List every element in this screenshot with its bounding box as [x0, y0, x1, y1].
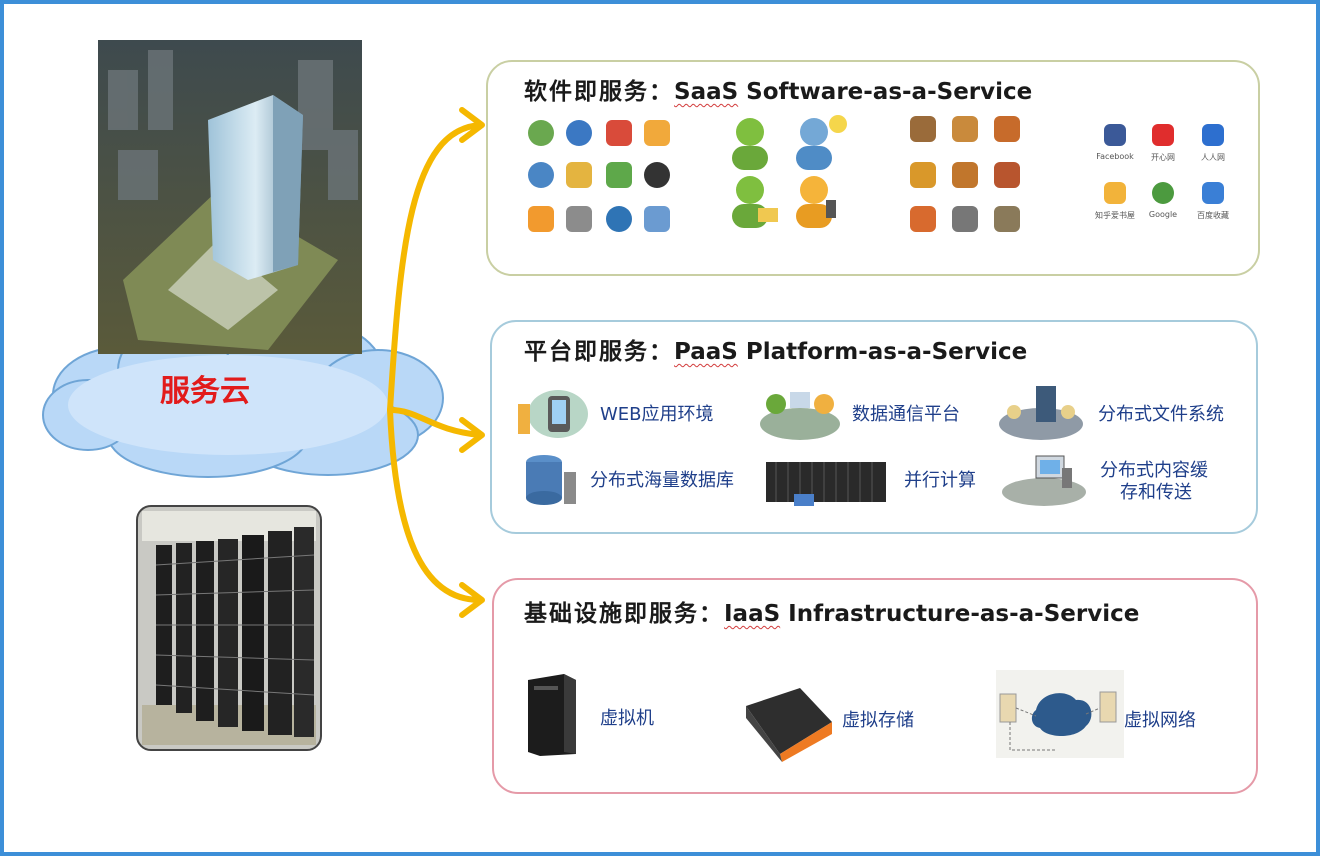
- paas-item-parallel: 并行计算: [904, 470, 976, 491]
- paas-item-db: 分布式海量数据库: [590, 470, 734, 491]
- globe-icon: [606, 206, 632, 232]
- machine-icon: [994, 206, 1020, 232]
- saas-social-logos: Facebook 开心网 人人网 知乎爱书屋 Google 百度收藏: [1092, 122, 1242, 232]
- mail-icon: [566, 120, 592, 146]
- shopping-bag-icon: [528, 206, 554, 232]
- crane-icon: [994, 116, 1020, 142]
- google-label: Google: [1148, 210, 1178, 219]
- virtual-machine-icon: [528, 674, 576, 756]
- user-idea-icon: [796, 115, 847, 170]
- iaas-item-vm: 虚拟机: [600, 708, 654, 729]
- paas-title: 平台即服务：PaaS Platform-as-a-Service: [524, 338, 1028, 365]
- warehouse-icon: [952, 162, 978, 188]
- chat-icon: [566, 162, 592, 188]
- web-app-icon: [518, 390, 588, 438]
- home-icon: [606, 120, 632, 146]
- renren-label: 人人网: [1201, 153, 1225, 162]
- factory-icon: [910, 116, 936, 142]
- data-comm-icon: [760, 392, 840, 440]
- user-icon: [528, 120, 554, 146]
- google-icon: [1152, 182, 1174, 204]
- stack-icon: [952, 116, 978, 142]
- kaixin-icon: [1152, 124, 1174, 146]
- houses-icon: [994, 162, 1020, 188]
- paas-item-cdn-line1: 分布式内容缓: [1100, 460, 1208, 481]
- database-icon: [526, 455, 576, 505]
- user-edit-icon: [732, 118, 768, 170]
- paas-item-web: WEB应用环境: [600, 404, 714, 425]
- search-icon: [528, 162, 554, 188]
- building-image: [98, 40, 362, 354]
- iaas-item-storage: 虚拟存储: [842, 710, 914, 731]
- bookmark-label: 知乎爱书屋: [1095, 211, 1135, 220]
- cdn-icon: [1002, 455, 1086, 506]
- cart-icon: [606, 162, 632, 188]
- sitemap-icon: [644, 120, 670, 146]
- pipes-icon: [952, 206, 978, 232]
- saas-title: 软件即服务：SaaS Software-as-a-Service: [524, 78, 1033, 105]
- users-icon: [644, 206, 670, 232]
- paas-item-dfs: 分布式文件系统: [1098, 404, 1224, 425]
- cloud-label: 服务云: [160, 374, 250, 409]
- dfs-icon: [999, 386, 1083, 440]
- saas-app-icons: [526, 118, 676, 238]
- parallel-compute-icon: [766, 462, 886, 506]
- saas-industry-icons: [910, 116, 1040, 234]
- kaixin-label: 开心网: [1151, 153, 1175, 162]
- paas-item-cdn-line2: 存和传送: [1120, 482, 1192, 503]
- virtual-storage-icon: [746, 688, 832, 762]
- facebook-label: Facebook: [1096, 152, 1134, 161]
- paas-item-datacomm: 数据通信平台: [852, 404, 960, 425]
- house-icon: [910, 206, 936, 232]
- iaas-item-network: 虚拟网络: [1124, 710, 1196, 731]
- signal-icon: [644, 162, 670, 188]
- iaas-panel: 基础设施即服务：IaaS Infrastructure-as-a-Service: [492, 578, 1258, 794]
- saas-people-icons: [732, 115, 847, 228]
- baidu-label: 百度收藏: [1197, 211, 1229, 220]
- database-add-icon: [566, 206, 592, 232]
- renren-icon: [1202, 124, 1224, 146]
- user-phone-icon: [796, 176, 836, 228]
- connector-arrows: [387, 107, 485, 618]
- facebook-icon: [1104, 124, 1126, 146]
- virtual-network-icon: [996, 670, 1124, 758]
- user-mail-icon: [732, 176, 778, 228]
- server-room-image: [136, 505, 322, 751]
- truck-icon: [910, 162, 936, 188]
- iaas-title: 基础设施即服务：IaaS Infrastructure-as-a-Service: [524, 600, 1140, 627]
- bookmark-icon: [1104, 182, 1126, 204]
- baidu-icon: [1202, 182, 1224, 204]
